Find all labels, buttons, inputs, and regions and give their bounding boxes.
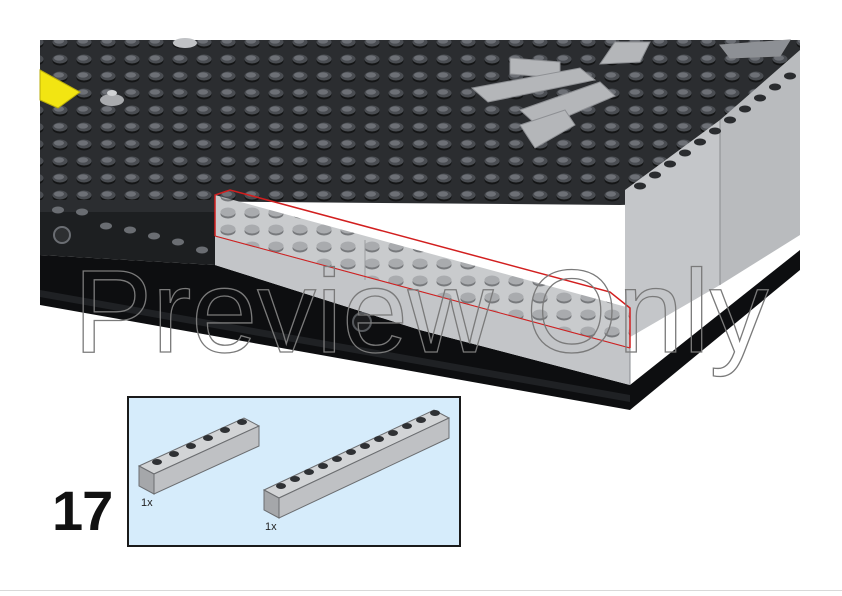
yellow-triangle-piece <box>39 69 81 109</box>
new-bricks-highlight <box>214 189 631 385</box>
parts-illustration <box>137 409 451 519</box>
light-gray-plates <box>470 39 791 149</box>
base-body <box>40 250 800 410</box>
round-stud-piece <box>100 90 124 106</box>
baseplate <box>40 40 800 265</box>
brick-1x6 <box>137 417 261 495</box>
side-wall <box>625 50 800 340</box>
part-quantity: 1x <box>265 521 277 533</box>
part-quantity: 1x <box>141 497 153 509</box>
step-number: 17 <box>52 479 113 542</box>
page-divider <box>0 590 842 591</box>
parts-callout: 1x 1x <box>127 396 461 547</box>
brick-1x12 <box>262 409 451 519</box>
